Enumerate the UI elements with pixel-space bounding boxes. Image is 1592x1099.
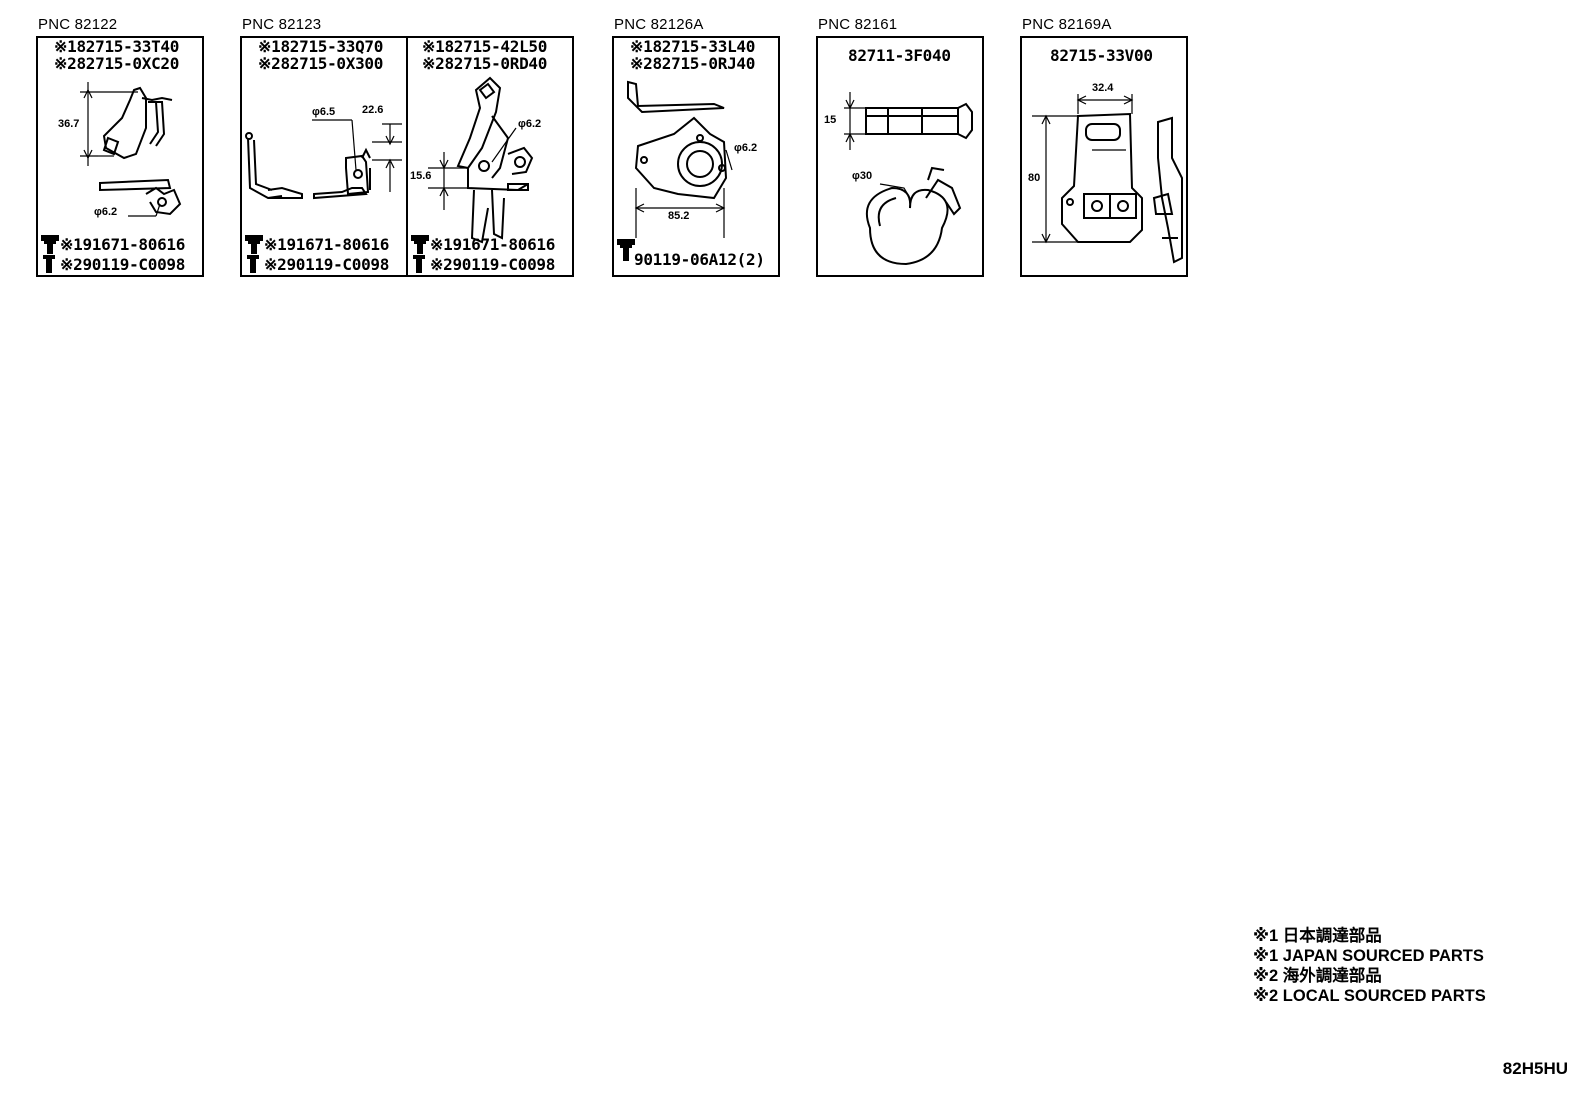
pnc-label: PNC 82126A: [614, 16, 704, 33]
legend: ※1 日本調達部品 ※1 JAPAN SOURCED PARTS ※2 海外調達…: [1253, 926, 1486, 1006]
part-number: ※182715-33Q70: [258, 37, 384, 56]
bolt-icon: [411, 235, 429, 254]
bolt-part-number: 90119-06A12(2): [634, 250, 765, 269]
bracket-drawing: [428, 76, 534, 244]
bolt-part-number: ※290119-C0098: [430, 255, 556, 274]
part-number: 82715-33V00: [1050, 46, 1153, 65]
legend-item: ※2 LOCAL SOURCED PARTS: [1253, 987, 1486, 1005]
part-number: ※182715-33T40: [54, 37, 180, 56]
legend-item: ※1 日本調達部品: [1253, 927, 1382, 945]
dimension-label: 32.4: [1092, 82, 1114, 94]
bracket-drawing: [245, 119, 402, 200]
bolt-icon: [41, 235, 59, 254]
dimension-label: φ6.2: [518, 118, 542, 130]
dimension-label: 15: [824, 114, 837, 126]
part-number: ※282715-0X300: [258, 54, 384, 73]
bolt-part-number: ※191671-80616: [430, 235, 556, 254]
part-panel: 82711-3F040 15 φ30: [816, 36, 984, 277]
part-number: ※282715-0RJ40: [630, 54, 756, 73]
legend-item: ※2 海外調達部品: [1253, 967, 1382, 985]
legend-item: ※1 JAPAN SOURCED PARTS: [1253, 947, 1484, 965]
bolt-icon: [413, 255, 425, 273]
part-panel: 82715-33V00 32.4 80: [1020, 36, 1188, 277]
pnc-label: PNC 82123: [242, 16, 322, 33]
clamp-drawing: [844, 92, 973, 266]
bracket-drawing: [1032, 94, 1183, 264]
dimension-label: 36.7: [58, 118, 80, 130]
bolt-icon: [617, 239, 635, 261]
part-number: ※282715-0XC20: [54, 54, 180, 73]
part-number: ※182715-33L40: [630, 37, 756, 56]
bolt-part-number: ※191671-80616: [60, 235, 186, 254]
dimension-label: φ6.5: [312, 106, 336, 118]
bolt-part-number: ※191671-80616: [264, 235, 390, 254]
dimension-label: φ6.2: [734, 142, 758, 154]
part-number: 82711-3F040: [848, 46, 951, 65]
part-panel: ※182715-33Q70 ※282715-0X300 φ6.5 22.6: [240, 36, 408, 277]
bracket-drawing: [627, 80, 733, 238]
part-panel: ※182715-33T40 ※282715-0XC20 36.7 φ6.2: [36, 36, 204, 277]
dimension-label: 80: [1028, 172, 1041, 184]
dimension-label: 85.2: [668, 210, 690, 222]
dimension-label: φ6.2: [94, 206, 118, 218]
bolt-part-number: ※290119-C0098: [60, 255, 186, 274]
bolt-icon: [43, 255, 55, 273]
part-number: ※282715-0RD40: [422, 54, 548, 73]
pnc-label: PNC 82169A: [1022, 16, 1112, 33]
part-panel: ※182715-42L50 ※282715-0RD40 φ6.2 15.6: [406, 36, 574, 277]
pnc-label: PNC 82161: [818, 16, 898, 33]
bolt-part-number: ※290119-C0098: [264, 255, 390, 274]
part-panel: ※182715-33L40 ※282715-0RJ40 φ6.2 85.2 90…: [612, 36, 780, 277]
diagram-code: 82H5HU: [1502, 1059, 1568, 1078]
dimension-label: 15.6: [410, 170, 432, 182]
bolt-icon: [247, 255, 259, 273]
bracket-drawing: [80, 82, 182, 217]
dimension-label: φ30: [852, 170, 873, 182]
bolt-icon: [245, 235, 263, 254]
part-number: ※182715-42L50: [422, 37, 548, 56]
pnc-label: PNC 82122: [38, 16, 118, 33]
dimension-label: 22.6: [362, 104, 384, 116]
